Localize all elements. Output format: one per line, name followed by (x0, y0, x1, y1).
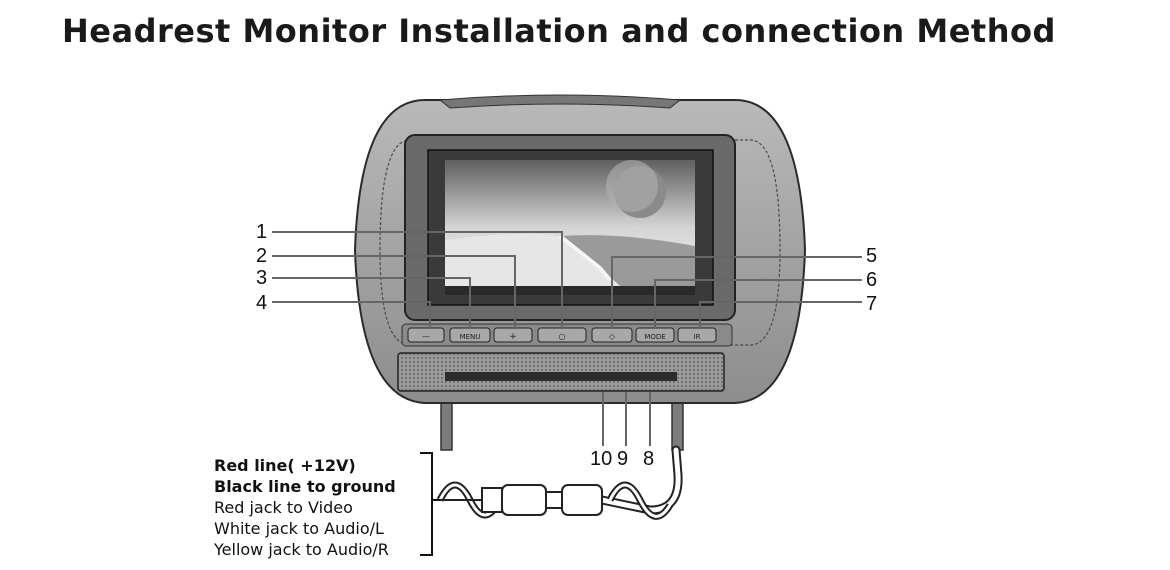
legend-red-jack: Red jack to Video (214, 498, 353, 517)
mode-button[interactable]: MODE (635, 327, 675, 343)
menu-button[interactable]: MENU (449, 327, 491, 343)
plus-button-label: + (509, 332, 517, 342)
callout-2: 2 (256, 245, 268, 267)
callout-3: 3 (256, 267, 268, 289)
callout-4: 4 (256, 292, 268, 314)
power-button[interactable]: ○ (537, 327, 587, 343)
callout-10: 10 (590, 448, 613, 470)
mode-button-label: MODE (644, 333, 665, 341)
minus-button-label: — (422, 332, 430, 341)
menu-button-label: MENU (460, 333, 481, 341)
source-button[interactable]: ◇ (591, 327, 633, 343)
connection-cable (436, 445, 683, 520)
ir-button[interactable]: IR (677, 327, 717, 343)
legend-red-line: Red line( +12V) (214, 456, 356, 475)
screen-display (445, 160, 695, 295)
callout-7: 7 (866, 293, 878, 315)
plus-button[interactable]: + (493, 327, 533, 343)
callout-lines (272, 231, 862, 446)
legend-bracket (420, 452, 433, 556)
callout-5: 5 (866, 245, 878, 267)
ir-button-label: IR (694, 333, 701, 341)
disc-slot (445, 372, 677, 381)
power-button-label: ○ (559, 332, 566, 341)
callout-6: 6 (866, 269, 878, 291)
speaker-grill (397, 352, 725, 392)
callout-8: 8 (643, 448, 655, 470)
legend-white-jack: White jack to Audio/L (214, 519, 384, 538)
wiring-legend: Red line( +12V) Black line to ground Red… (214, 455, 396, 560)
legend-black-line: Black line to ground (214, 477, 396, 496)
minus-button[interactable]: — (407, 327, 445, 343)
source-button-label: ◇ (609, 332, 616, 341)
callout-1: 1 (256, 221, 268, 243)
control-button-strip: — MENU + ○ ◇ MODE IR (401, 323, 733, 347)
callout-9: 9 (617, 448, 629, 470)
page-title: Headrest Monitor Installation and connec… (62, 12, 1056, 50)
legend-yellow-jack: Yellow jack to Audio/R (214, 540, 389, 559)
